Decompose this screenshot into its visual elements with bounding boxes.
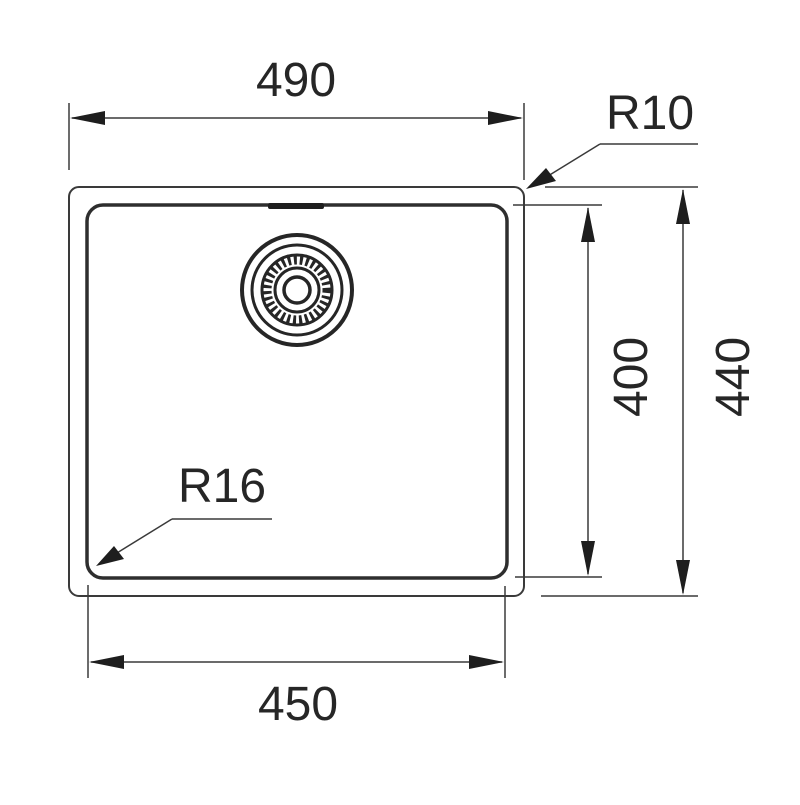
overflow-slot bbox=[268, 203, 324, 209]
dimension-bowl-depth: 400 bbox=[513, 204, 658, 578]
bowl-width-label: 450 bbox=[258, 678, 338, 731]
dimension-outer-radius: R10 bbox=[526, 87, 698, 189]
outer-rim bbox=[68, 186, 525, 597]
bowl-depth-label: 400 bbox=[605, 337, 658, 417]
dimension-bowl-radius: R16 bbox=[96, 460, 272, 566]
drain-strainer-icon bbox=[240, 233, 354, 347]
inner-bowl bbox=[85, 203, 509, 580]
dimension-overall-depth: 440 bbox=[541, 186, 760, 597]
overall-depth-label: 440 bbox=[707, 337, 760, 417]
outer-radius-label: R10 bbox=[606, 87, 694, 140]
bowl-radius-label: R16 bbox=[178, 460, 266, 513]
dimension-overall-width: 490 bbox=[68, 54, 525, 180]
dimension-bowl-width: 450 bbox=[87, 585, 506, 731]
overall-width-label: 490 bbox=[256, 54, 336, 107]
